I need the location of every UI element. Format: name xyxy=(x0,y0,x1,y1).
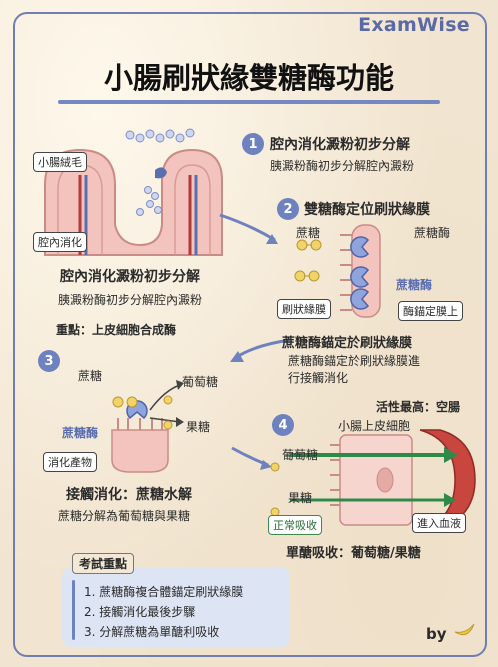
sucrose-label-3: 蔗糖 xyxy=(78,369,103,383)
step-2-desc-2b: 行接觸消化 xyxy=(288,371,349,385)
villus-label: 小腸絨毛 xyxy=(33,152,87,172)
glucose-label-3: 葡萄糖 xyxy=(182,375,219,389)
product-label: 消化產物 xyxy=(43,452,97,472)
step-2-number: 2 xyxy=(277,198,299,220)
step-3-desc: 蔗糖分解為葡萄糖與果糖 xyxy=(58,509,191,523)
fructose-label-3: 果糖 xyxy=(186,420,211,434)
sucrase-label-2: 蔗糖酶 xyxy=(414,226,451,240)
anchor-label: 酶錨定膜上 xyxy=(398,301,463,321)
exam-item-3: 3. 分解蔗糖為單醣利吸收 xyxy=(84,625,220,639)
title-underline xyxy=(58,100,440,104)
byline: by xyxy=(426,625,447,643)
step-3-number: 3 xyxy=(38,350,60,372)
step-1-heading-2: 腔內消化澱粉初步分解 xyxy=(60,269,200,285)
glucose-label-4: 葡萄糖 xyxy=(282,448,319,462)
sucrase-label-3: 蔗糖酶 xyxy=(62,426,99,440)
exam-item-2: 2. 接觸消化最後步驟 xyxy=(84,605,196,619)
exam-points-box xyxy=(62,567,290,647)
step-1-focus: 重點：上皮細胞合成酶 xyxy=(56,323,177,337)
sucrose-label-2: 蔗糖 xyxy=(296,226,321,240)
lumen-label: 腔內消化 xyxy=(33,232,87,252)
exam-points-bar xyxy=(72,580,75,640)
normal-absorption-label: 正常吸收 xyxy=(268,515,322,535)
step-3-heading: 接觸消化：蔗糖水解 xyxy=(66,487,192,503)
hydrolysis-illustration xyxy=(111,380,184,473)
step-2-heading: 雙糖酶定位刷狀緣膜 xyxy=(304,202,430,218)
brush-border-illustration xyxy=(294,224,381,318)
brush-border-label: 刷狀緣膜 xyxy=(277,299,331,319)
exam-item-1: 1. 蔗糖酶複合體錨定刷狀緣膜 xyxy=(84,585,244,599)
step-1-number: 1 xyxy=(242,133,264,155)
sucrase-blue-label: 蔗糖酶 xyxy=(396,278,433,292)
step-1-heading: 腔內消化澱粉初步分解 xyxy=(270,137,410,153)
step-2-desc-1: 蔗糖酶錨定於刷狀緣膜 xyxy=(282,336,413,351)
step-1-desc-2: 胰澱粉酶初步分解腔內澱粉 xyxy=(58,293,203,307)
step-4-heading: 單醣吸收：葡萄糖/果糖 xyxy=(286,546,421,561)
absorption-illustration xyxy=(270,429,476,531)
epithelium-label: 小腸上皮細胞 xyxy=(338,419,411,433)
blood-label: 進入血液 xyxy=(412,513,466,533)
activity-label: 活性最高：空腸 xyxy=(376,400,461,414)
villus-illustration xyxy=(44,128,223,256)
banana-icon xyxy=(454,623,475,636)
page-frame xyxy=(13,12,487,657)
fructose-label-4: 果糖 xyxy=(288,491,313,505)
step-4-number: 4 xyxy=(272,414,294,436)
step-2-desc-2a: 蔗糖酶錨定於刷狀緣膜進 xyxy=(288,354,421,368)
page-title: 小腸刷狀緣雙糖酶功能 xyxy=(103,61,394,95)
arrow-1-to-2 xyxy=(219,213,276,242)
exam-points-title: 考試重點 xyxy=(72,553,135,574)
brand-logo: ExamWise xyxy=(358,14,470,36)
step-1-desc: 胰澱粉酶初步分解腔內澱粉 xyxy=(270,159,415,173)
